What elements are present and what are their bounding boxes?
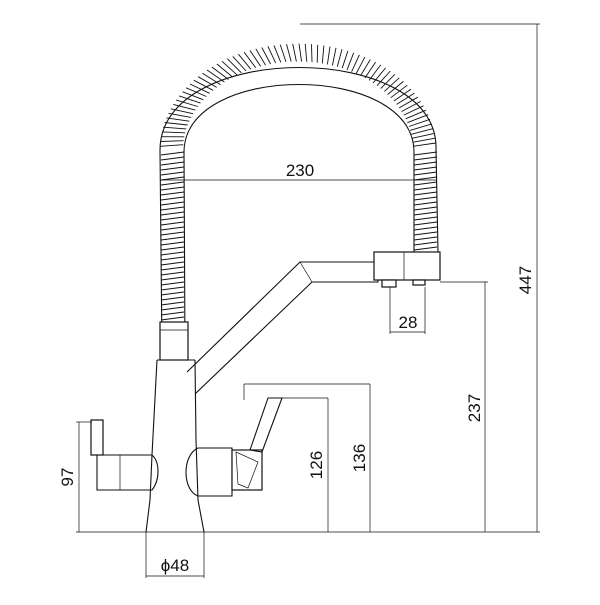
flexible-hose	[159, 43, 439, 353]
hose-coil-rings	[160, 43, 438, 346]
faucet-body	[90, 251, 441, 533]
dim-label-side-lever-height: 97	[58, 468, 77, 487]
dim-label-total-height: 447	[516, 266, 535, 294]
dim-label-spout-height: 237	[465, 394, 484, 422]
hose-collar	[159, 321, 189, 361]
spout-head	[373, 251, 441, 281]
dim-label-base-diameter: ϕ48	[161, 556, 189, 575]
side-lever-handle	[90, 419, 104, 456]
dim-label-handle-height: 126	[307, 451, 326, 479]
dim-label-filter-lever-height: 136	[350, 444, 369, 472]
dim-label-hose-width: 230	[286, 161, 314, 180]
spout-nozzle	[381, 279, 397, 288]
dim-label-outlet-offset: 28	[399, 313, 418, 332]
filter-valve-body	[185, 447, 233, 497]
dimension-lines	[76, 23, 540, 578]
filter-lever	[249, 397, 283, 453]
